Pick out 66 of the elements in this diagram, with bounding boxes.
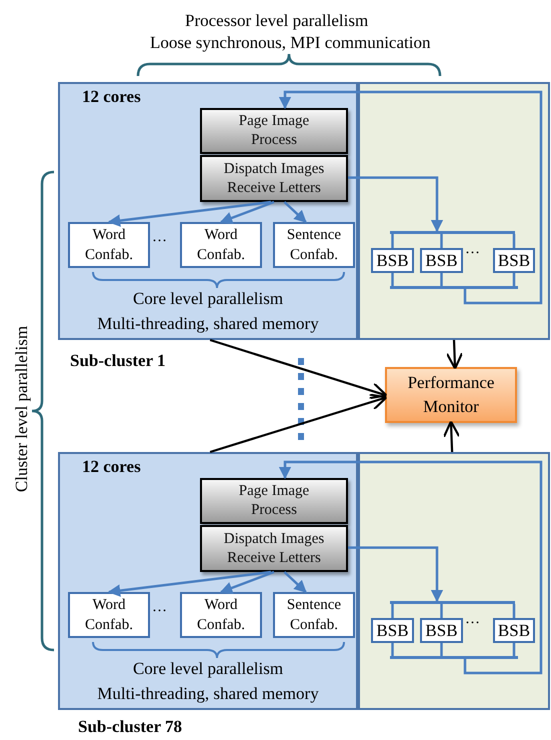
arrow (108, 570, 272, 597)
connector-line (391, 234, 394, 248)
bus-bar (390, 656, 518, 659)
arrow (278, 460, 542, 674)
connector-line (391, 273, 394, 286)
panel-heading: 12 cores (82, 456, 141, 478)
task-box: Word Confab. (180, 592, 262, 638)
arrow (278, 90, 542, 304)
cluster-panel (358, 82, 550, 340)
panel-note: Core level parallelism (132, 288, 284, 310)
connector-line (440, 273, 443, 286)
panel-note: Multi-threading, shared memory (96, 683, 320, 705)
processor-box: BSB (420, 618, 463, 643)
panel-note: Multi-threading, shared memory (96, 313, 320, 335)
process-box: Dispatch Images Receive Letters (200, 525, 348, 572)
ellipsis: … (465, 240, 480, 259)
cluster-caption: Sub-cluster 78 (78, 716, 182, 738)
bus-bar (390, 601, 515, 604)
process-box: Page Image Process (200, 478, 348, 524)
arrow (284, 571, 307, 593)
processor-box: BSB (371, 248, 414, 273)
connector-line (391, 643, 394, 656)
arrow (348, 176, 444, 232)
cluster-panel (358, 452, 550, 710)
brace-label: Cluster level parallelism (11, 324, 32, 494)
task-box: Word Confab. (68, 222, 150, 268)
connector-line (512, 234, 516, 248)
arrow (210, 393, 388, 454)
processor-box: BSB (420, 248, 463, 273)
task-box: Sentence Confab. (273, 222, 355, 268)
processor-box: BSB (371, 618, 414, 643)
brace-label: Processor level parallelism (185, 10, 368, 32)
processor-box: BSB (493, 248, 535, 273)
arrow (442, 420, 460, 452)
task-box: Word Confab. (68, 592, 150, 638)
arrow (284, 201, 307, 223)
cluster-panel (58, 82, 358, 340)
connector-line (391, 604, 394, 618)
task-box: Word Confab. (180, 222, 262, 268)
monitor-box: Performance Monitor (385, 367, 517, 423)
arrow (210, 338, 388, 400)
connector-line (440, 604, 443, 618)
cluster-panel (58, 452, 358, 710)
panel-heading: 12 cores (82, 86, 141, 108)
cluster-caption: Sub-cluster 1 (70, 350, 166, 372)
arrow (220, 570, 274, 594)
connector-line (512, 604, 516, 618)
arrow (220, 200, 274, 224)
process-box: Dispatch Images Receive Letters (200, 155, 348, 202)
process-box: Page Image Process (200, 108, 348, 154)
connector-line (440, 643, 443, 656)
arrow (348, 546, 444, 602)
bus-bar (390, 286, 518, 289)
arrow (108, 200, 272, 227)
connector-line (512, 273, 516, 286)
brace-label: Loose synchronous, MPI communication (150, 32, 430, 54)
task-box: Sentence Confab. (273, 592, 355, 638)
ellipsis: … (152, 228, 167, 247)
bus-bar (390, 231, 515, 234)
connector-line (512, 643, 516, 656)
arrow (446, 340, 464, 370)
ellipsis: … (152, 598, 167, 617)
panel-note: Core level parallelism (132, 658, 284, 680)
ellipsis: … (465, 610, 480, 629)
processor-box: BSB (493, 618, 535, 643)
connector-line (440, 234, 443, 248)
